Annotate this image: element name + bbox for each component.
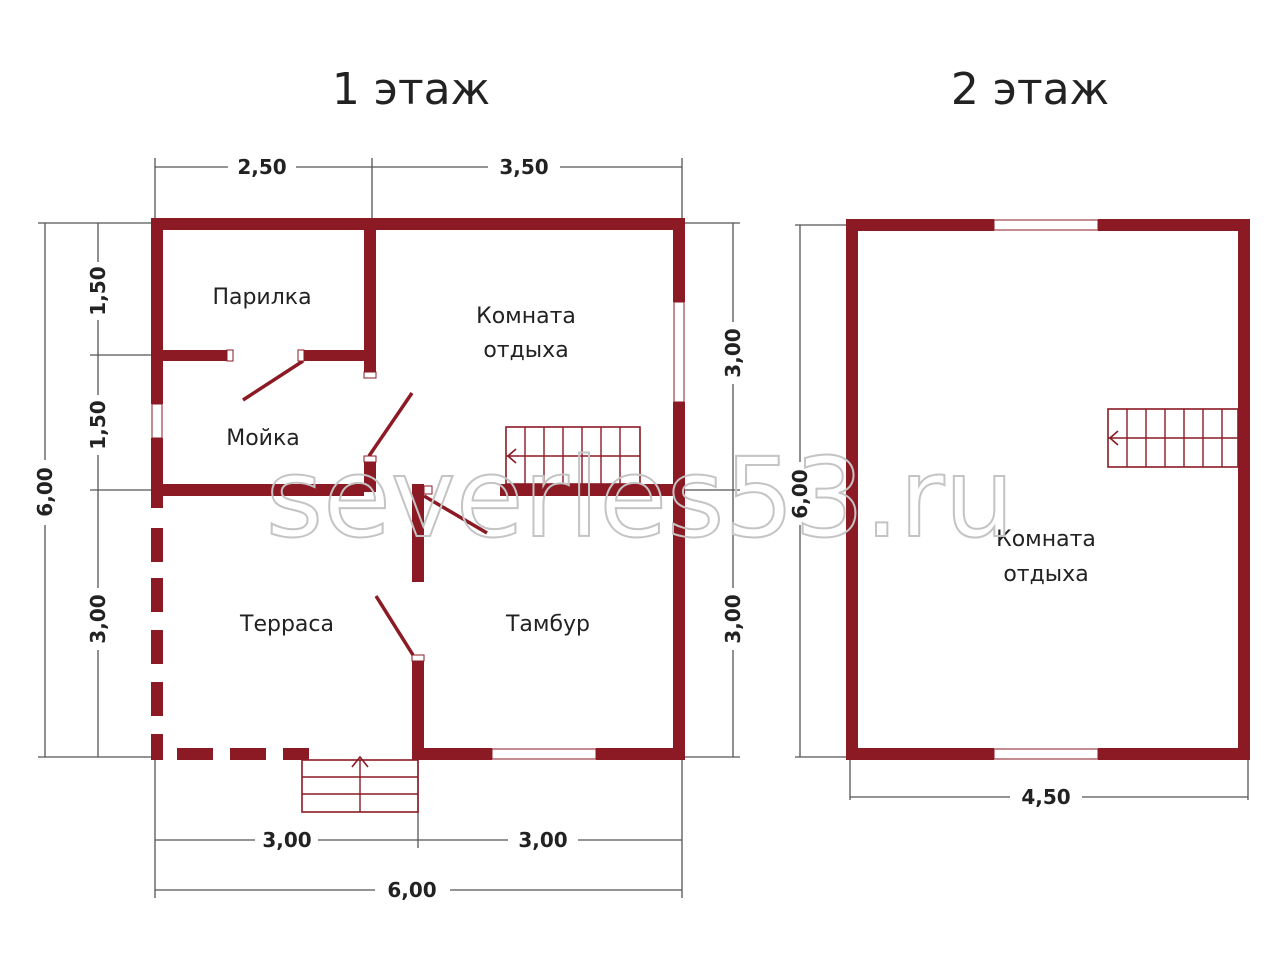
floor-1-title: 1 этаж [332, 64, 490, 115]
door-terrace-jamb [411, 654, 425, 662]
door-parilka-jamb [297, 349, 305, 362]
f2-dim-bottom-total: 4,50 [1021, 785, 1070, 809]
door-komnata [367, 392, 414, 457]
f2-room-label-komnata-line2: отдыха [1003, 562, 1088, 587]
room-label-tambur: Тамбур [505, 612, 590, 637]
dim-right-lower: 3,00 [721, 594, 745, 643]
dim-left-upper-2: 1,50 [86, 400, 110, 449]
floor-1-plan: 1 этаж Парилка Комната отдыха Мойка Терр… [33, 64, 745, 902]
wall-middle-left [151, 484, 364, 496]
wall-tambur-upper [412, 484, 424, 582]
door-tambur-upper [423, 494, 488, 535]
floor-2-plan: 2 этаж Комната отдыха 6,00 4,50 [788, 64, 1250, 809]
wall-parilka-horizontal-right [303, 350, 376, 361]
door-parilka [242, 359, 304, 402]
floor-2-title: 2 этаж [951, 64, 1109, 115]
floor-2-windows [993, 219, 1099, 760]
wall-right-upper [673, 218, 685, 302]
floor-1-windows [151, 301, 685, 760]
wall-parilka-horizontal-left [151, 350, 227, 361]
door-parilka-jamb-left [226, 349, 234, 362]
dim-bottom-left: 3,00 [262, 828, 311, 852]
wall-tambur-lower [412, 655, 424, 760]
f2-wall-right [1238, 219, 1250, 760]
f2-window-top [993, 219, 1099, 231]
f2-dim-left-total: 6,00 [788, 469, 812, 518]
f2-wall-bottom-left [846, 748, 994, 760]
window-right [673, 301, 685, 403]
floor-1-walls [151, 218, 685, 760]
window-left [151, 403, 163, 439]
f2-wall-top-left [846, 219, 994, 231]
f2-wall-top-right [1098, 219, 1250, 231]
room-label-komnata-line2: отдыха [483, 338, 568, 363]
dim-top-right: 3,50 [499, 155, 548, 179]
room-label-terrasa: Терраса [239, 612, 334, 637]
dim-bottom-right: 3,00 [518, 828, 567, 852]
wall-middle-right [500, 484, 685, 496]
f2-wall-left [846, 219, 858, 760]
floor-2-staircase [1107, 408, 1239, 468]
wall-bottom-left [412, 748, 492, 760]
floor-2-dimension-lines [795, 224, 1249, 800]
watermark: severles53.ru [266, 434, 1014, 562]
dim-left-lower: 3,00 [86, 594, 110, 643]
f2-window-bottom [993, 748, 1099, 760]
floor-1-staircase [505, 426, 641, 485]
floor-1-doors [226, 349, 488, 662]
dim-left-total: 6,00 [33, 467, 57, 516]
door-terrace [374, 595, 415, 656]
dim-bottom-total: 6,00 [387, 878, 436, 902]
dim-right-upper: 3,00 [721, 328, 745, 377]
wall-top [151, 218, 685, 230]
f2-wall-bottom-right [1098, 748, 1250, 760]
terrace-dashed-boundary [151, 496, 309, 760]
room-label-komnata-line1: Комната [476, 304, 576, 329]
dim-left-upper-1: 1,50 [86, 266, 110, 315]
room-label-moyka: Мойка [226, 426, 300, 451]
door-tambur-upper-jamb [423, 485, 433, 495]
dim-top-left: 2,50 [237, 155, 286, 179]
room-label-parilka: Парилка [212, 285, 311, 310]
f2-room-label-komnata-line1: Комната [996, 527, 1096, 552]
entrance-steps [301, 755, 419, 813]
floor-2-walls [846, 219, 1250, 760]
wall-bottom-right [596, 748, 685, 760]
wall-parilka-vertical [364, 218, 376, 378]
wall-left-upper [151, 218, 163, 404]
window-bottom [491, 748, 597, 760]
door-komnata-jamb [363, 371, 377, 379]
